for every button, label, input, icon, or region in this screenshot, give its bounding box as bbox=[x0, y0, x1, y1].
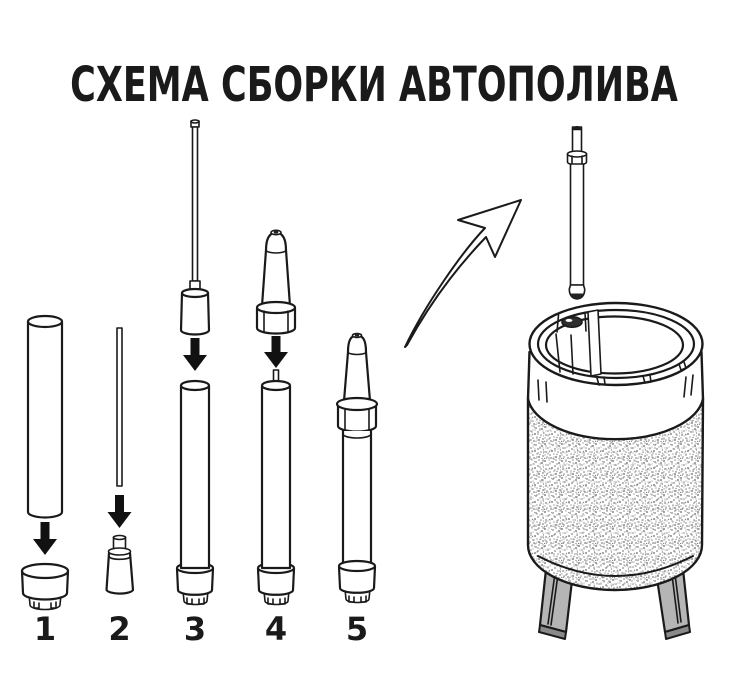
pot-texture-overlay bbox=[528, 399, 703, 590]
page-title: СХЕМА СБОРКИ АВТОПОЛИВА bbox=[70, 56, 678, 112]
step-2: 2 bbox=[105, 327, 135, 648]
step-number-5: 5 bbox=[346, 610, 368, 648]
divider-plate bbox=[587, 309, 602, 377]
step-number-3: 3 bbox=[184, 610, 206, 648]
cone-tip-hole bbox=[354, 333, 360, 337]
step-4: 4 bbox=[255, 229, 297, 648]
down-arrow-icon bbox=[264, 336, 288, 368]
step-number-4: 4 bbox=[265, 610, 287, 648]
socket-highlight bbox=[565, 318, 573, 322]
pot-outline bbox=[526, 350, 705, 592]
curved-arrow-icon bbox=[404, 199, 522, 348]
cone-tip-hole bbox=[273, 230, 279, 234]
part-assembled-indicator bbox=[335, 332, 379, 604]
part-cone-valve bbox=[255, 229, 297, 335]
step-number-2: 2 bbox=[108, 610, 130, 648]
pot-texture-top-edge bbox=[526, 397, 705, 441]
tube-socket bbox=[561, 315, 583, 328]
pot bbox=[526, 301, 705, 592]
part-float-cap bbox=[105, 534, 135, 595]
part-base-cup bbox=[20, 562, 70, 611]
title-text: СХЕМА СБОРКИ АВТОПОЛИВА bbox=[70, 56, 678, 112]
step-3: 3 bbox=[175, 119, 215, 648]
step-1: 1 bbox=[20, 314, 70, 648]
step-5: 5 bbox=[335, 332, 379, 648]
step-number-1: 1 bbox=[34, 610, 56, 648]
tube-bottom-cap bbox=[570, 293, 584, 299]
rim-bracket-left bbox=[537, 379, 548, 403]
rim-bracket-right bbox=[683, 374, 694, 398]
pocket-edge bbox=[556, 312, 587, 333]
part-rod-with-sleeve bbox=[179, 119, 211, 336]
inner-bucket-details bbox=[555, 309, 687, 386]
part-outer-tube bbox=[26, 314, 64, 519]
pot-bottom-rim bbox=[537, 555, 694, 577]
part-tube-with-rod bbox=[256, 369, 296, 606]
float-tube bbox=[566, 126, 588, 300]
inner-bucket-rim bbox=[544, 315, 685, 375]
down-arrow-icon bbox=[183, 338, 207, 371]
channel-lines bbox=[555, 333, 574, 375]
down-arrow-icon bbox=[33, 522, 57, 555]
tube-tip bbox=[571, 126, 583, 131]
part-tube-with-base bbox=[175, 379, 215, 606]
part-indicator-rod bbox=[116, 327, 123, 487]
bucket-tabs bbox=[596, 361, 687, 386]
down-arrow-icon bbox=[107, 495, 132, 528]
